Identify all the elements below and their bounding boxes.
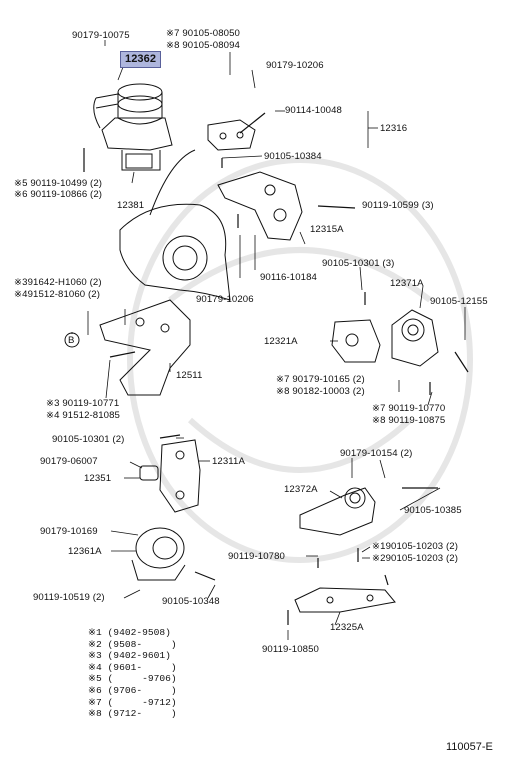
member-12511 [99,299,191,396]
part-90179-06007[interactable]: 90179-06007 [40,456,98,467]
part-90119-10499[interactable]: ※5 90119-10499 (2) [14,178,103,189]
date-legend: ※1 (9402-9508) ※2 (9508- ) ※3 (9402-9601… [88,627,177,720]
part-90179-10154[interactable]: 90179-10154 (2) [340,448,413,459]
legend-row: ※6 (9706- ) [88,684,177,696]
part-90105-10385[interactable]: 90105-10385 [404,505,462,516]
ref-b-letter: B [68,335,75,346]
part-90179-10206-top[interactable]: 90179-10206 [266,60,324,71]
part-12381[interactable]: 12381 [117,200,145,211]
bracket-12311A [159,439,201,513]
part-90182-10003[interactable]: ※8 90182-10003 (2) [276,386,365,397]
part-90105-10384[interactable]: 90105-10384 [264,151,322,162]
part-12325A[interactable]: 12325A [330,622,364,633]
diagram-code: 110057-E [446,741,493,753]
part-90105-08050[interactable]: ※7 90105-08050 [166,28,240,39]
engine-outline [119,149,231,301]
part-90119-10875[interactable]: ※8 90119-10875 [372,415,446,426]
part-90179-10169[interactable]: 90179-10169 [40,526,98,537]
part-90105-10301-2[interactable]: 90105-10301 (2) [52,434,125,445]
legend-row: ※8 (9712- ) [88,708,177,720]
part-90179-10075[interactable]: 90179-10075 [72,30,130,41]
mount-12371A [391,309,439,367]
part-90114-10048[interactable]: 90114-10048 [285,105,342,116]
part-90116-10184[interactable]: 90116-10184 [260,272,317,283]
part-12311A[interactable]: 12311A [212,456,245,467]
part-90105-10203-1[interactable]: ※190105-10203 (2) [372,541,459,552]
watermark [127,157,473,563]
bracket-12315A [217,171,303,241]
legend-row: ※1 (9402-9508) [88,627,171,638]
part-91512-81085[interactable]: ※4 91512-81085 [46,410,120,421]
bracket-12316 [207,119,256,151]
part-90105-10348[interactable]: 90105-10348 [162,596,220,607]
legend-row: ※7 ( -9712) [88,696,177,708]
member-12325A [294,587,396,613]
legend-row: ※5 ( -9706) [88,673,177,685]
part-90119-10519[interactable]: 90119-10519 (2) [33,592,105,603]
part-91512-81060[interactable]: ※491512-81060 (2) [14,289,101,300]
part-91642-H1060[interactable]: ※391642-H1060 (2) [14,277,102,288]
part-12511[interactable]: 12511 [176,370,203,381]
part-90119-10780[interactable]: 90119-10780 [228,551,285,562]
part-90105-08094[interactable]: ※8 90105-08094 [166,40,240,51]
part-90119-10599[interactable]: 90119-10599 (3) [362,200,434,211]
part-90119-10850[interactable]: 90119-10850 [262,644,319,655]
part-12371A[interactable]: 12371A [390,278,424,289]
bracket-12321A [331,319,381,363]
part-90179-10165[interactable]: ※7 90179-10165 (2) [276,374,365,385]
part-12362-highlight[interactable]: 12362 [120,51,162,68]
mount-12362 [93,83,173,171]
part-90105-10203-2[interactable]: ※290105-10203 (2) [372,553,459,564]
part-90179-10206-bottom[interactable]: 90179-10206 [196,294,254,305]
mount-12361A [131,527,186,581]
legend-row: ※2 (9508- ) [88,638,177,650]
part-12315A[interactable]: 12315A [310,224,344,235]
legend-row: ※4 (9601- ) [88,661,177,673]
mount-12372A [299,487,376,536]
part-90105-10301-3[interactable]: 90105-10301 (3) [322,258,395,269]
part-90105-12155[interactable]: 90105-12155 [430,296,488,307]
part-12351[interactable]: 12351 [84,473,112,484]
part-90119-10771[interactable]: ※3 90119-10771 [46,398,120,409]
ref-circle-b [64,332,80,348]
part-12321A[interactable]: 12321A [264,336,298,347]
part-90119-10866[interactable]: ※6 90119-10866 (2) [14,189,103,200]
part-12361A[interactable]: 12361A [68,546,102,557]
part-12372A[interactable]: 12372A [284,484,318,495]
cushion-12351 [139,465,159,481]
part-90119-10770[interactable]: ※7 90119-10770 [372,403,446,414]
legend-row: ※3 (9402-9601) [88,650,171,662]
part-12316[interactable]: 12316 [380,123,408,134]
bolts [83,112,469,625]
